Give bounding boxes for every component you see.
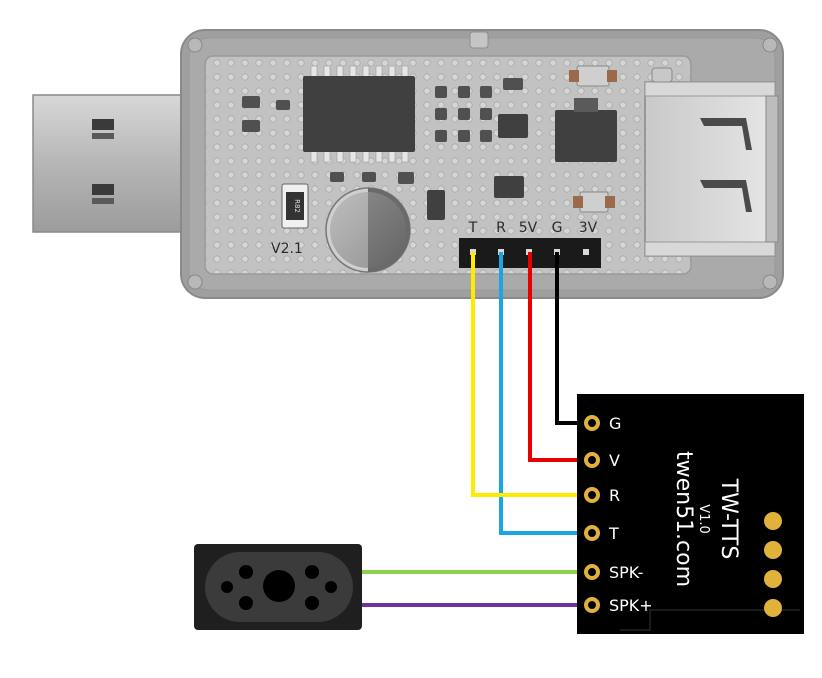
- pin-label-r: R: [609, 486, 620, 505]
- module-brand-text: twen51.com: [671, 451, 696, 587]
- module-pin-pads: [584, 415, 600, 613]
- module-version-text: V1.0: [696, 504, 711, 534]
- wire-red-5v: [528, 252, 592, 462]
- pad-spk-minus: [584, 564, 600, 580]
- usb-adapter: R82: [32, 29, 784, 299]
- speaker: [194, 544, 362, 630]
- adapter-version-label: V2.1: [271, 241, 303, 257]
- usb-a-port: [644, 67, 779, 257]
- wire-yellow-t: [471, 252, 592, 497]
- pad-v: [584, 452, 600, 468]
- resistor-label: R82: [293, 199, 301, 213]
- pin-label-g: G: [609, 414, 621, 433]
- pad-spk-plus: [584, 597, 600, 613]
- pin-label-v: V: [609, 451, 620, 470]
- regulator-parts: [427, 65, 617, 220]
- passive-components: [242, 78, 523, 184]
- adapter-header-labels: T R 5V G 3V: [468, 220, 598, 236]
- pad-t: [584, 525, 600, 541]
- module-side-pads: [764, 512, 782, 617]
- header-label-r: R: [496, 220, 506, 236]
- header-label-t: T: [468, 220, 478, 236]
- header-label-3v: 3V: [579, 220, 598, 236]
- tts-module: G V R T SPK- SPK+ twen51.com V1.0 TW-TTS: [577, 394, 804, 634]
- pad-g: [584, 415, 600, 431]
- usb-a-plug: [32, 94, 210, 233]
- main-chip: [303, 65, 415, 163]
- wire-blue-r: [499, 252, 592, 535]
- module-pin-labels: G V R T SPK- SPK+: [608, 414, 653, 615]
- pin-label-spk-plus: SPK+: [609, 596, 653, 615]
- header-label-5v: 5V: [519, 220, 538, 236]
- module-board: [577, 394, 804, 634]
- wires: [358, 252, 592, 607]
- module-model-text: TW-TTS: [716, 478, 741, 560]
- electrolytic-capacitor: [325, 187, 411, 273]
- pad-r: [584, 487, 600, 503]
- pin-label-t: T: [608, 524, 619, 543]
- header-label-g: G: [552, 220, 563, 236]
- pin-label-spk-minus: SPK-: [609, 563, 643, 582]
- resistor-r82: R82: [281, 183, 309, 229]
